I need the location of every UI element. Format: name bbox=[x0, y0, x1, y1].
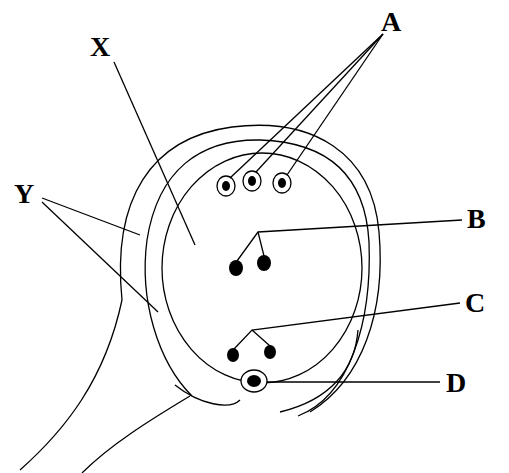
integument-edge bbox=[280, 330, 358, 412]
leader-line bbox=[237, 220, 462, 261]
inner-integument bbox=[145, 140, 369, 416]
nucleus bbox=[278, 178, 286, 188]
polar-nuclei bbox=[229, 255, 271, 276]
synergids bbox=[227, 345, 276, 362]
funiculus-line bbox=[20, 300, 122, 470]
embryo-sac bbox=[162, 153, 362, 383]
leader-line bbox=[252, 330, 270, 346]
leader-line bbox=[256, 34, 383, 172]
leader-line bbox=[267, 381, 440, 382]
egg-cell bbox=[241, 370, 267, 392]
callout-letter: B bbox=[467, 205, 486, 233]
nucleus bbox=[229, 260, 243, 276]
leader-line bbox=[258, 232, 264, 256]
callout-letter: X bbox=[90, 33, 110, 61]
cell bbox=[241, 370, 267, 392]
nucleus bbox=[248, 176, 256, 186]
cell bbox=[273, 173, 291, 193]
nucleus bbox=[222, 181, 230, 191]
nucleus bbox=[227, 348, 239, 362]
leader-lines bbox=[42, 34, 462, 382]
leader-line bbox=[287, 34, 383, 175]
leader-line bbox=[42, 202, 158, 312]
callout-letter: C bbox=[465, 289, 485, 317]
leader-line bbox=[234, 303, 460, 349]
callout-letter: A bbox=[381, 8, 401, 36]
outer-integument bbox=[120, 125, 380, 412]
nucleus bbox=[257, 255, 271, 271]
nucleus bbox=[264, 345, 276, 359]
nucleus bbox=[247, 375, 261, 387]
callout-letter: Y bbox=[14, 180, 34, 208]
cell bbox=[217, 176, 235, 196]
ovule-outline bbox=[20, 125, 380, 473]
integument-edge bbox=[175, 385, 240, 405]
funiculus-line bbox=[82, 396, 190, 473]
antipodal-cells bbox=[217, 171, 291, 196]
callout-letter: D bbox=[446, 369, 466, 397]
leader-line bbox=[230, 34, 383, 178]
cell bbox=[243, 171, 261, 191]
leader-line bbox=[114, 62, 195, 245]
